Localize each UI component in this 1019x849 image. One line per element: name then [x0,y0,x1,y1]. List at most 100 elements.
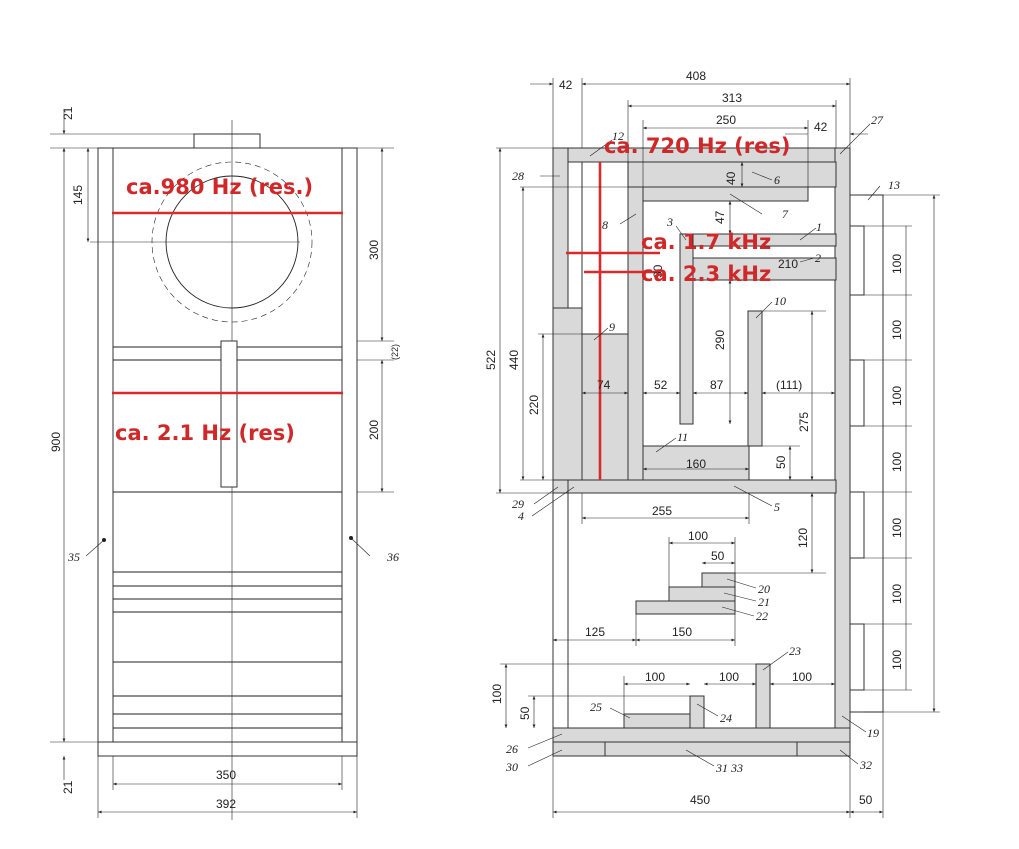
leader-line [675,225,687,241]
leader-dot [349,536,353,540]
dim-text: (111) [776,378,802,392]
part-label: 2 [815,251,821,265]
dim-text: 450 [690,793,710,807]
foot-32 [796,741,851,757]
dim-text: 392 [216,797,236,811]
dim-text: 42 [559,78,573,92]
dim-text: 100 [490,684,504,704]
leader-line [726,578,757,589]
dim-text: 100 [890,650,904,670]
dim-text: 40 [724,171,738,185]
leader-line [527,749,563,767]
foot-31-33 [604,741,798,757]
part-label: 8 [602,218,608,232]
front-port [220,340,238,488]
part-21 [668,586,736,602]
dim-text: 50 [711,549,725,563]
dim-text: 47 [713,210,727,224]
part-10 [747,310,763,447]
part-label: 35 [67,550,80,564]
dim-text: 100 [890,386,904,406]
leader-line [609,707,631,719]
dim-text: 100 [890,254,904,274]
dim-text: 275 [797,412,811,432]
leader-line [867,185,881,201]
dim-text: 100 [890,452,904,472]
strip-tab [849,225,865,296]
front-view: 21 145 300 (22) 200 900 350 392 21 35 36… [49,106,400,820]
part-7 [642,186,809,202]
front-left-side-panel [97,147,114,743]
dim-text: 30 [651,264,665,278]
front-base [97,741,358,757]
dim-text: 42 [814,120,828,134]
part-label: 9 [609,320,615,334]
dim-text: 100 [890,518,904,538]
dim-text: 160 [686,457,706,471]
resonance-annotation: ca. 2.3 kHz [641,262,771,286]
lower-front-wall [552,492,569,729]
part-label: 7 [782,207,789,221]
leader-line [655,437,677,453]
bottom-panel-26 [552,727,851,743]
dim-text: 100 [645,670,665,684]
leader-line [723,592,757,602]
resonance-annotation: ca. 2.1 Hz (res) [115,421,295,445]
top-connector [193,133,261,149]
dim-text: 100 [890,584,904,604]
leader-line [593,327,609,341]
dim-text: 210 [778,257,798,271]
leader-line [751,171,773,181]
part-24 [689,695,705,729]
part-label: 4 [518,509,524,523]
dim-text: 125 [585,625,605,639]
dim-text: 350 [216,768,236,782]
dim-text: 50 [518,706,532,720]
leader-line [839,749,859,765]
part-25 [623,713,691,729]
leader-line [619,213,637,225]
dim-text: 100 [688,529,708,543]
part-label: 26 [506,742,518,756]
dim-text: 255 [652,504,672,518]
leader-line [696,703,719,717]
shelf-5 [567,479,837,494]
leader-dot [102,538,106,542]
part-label: 23 [789,644,801,658]
part-3 [679,233,694,425]
dim-text: 408 [686,69,706,83]
strip-tab [849,623,865,691]
part-9 [581,333,629,481]
part-label: 29 [512,497,524,511]
dim-text: 220 [527,395,541,415]
leader-line [685,749,715,767]
dim-text: 313 [722,91,742,105]
part-label: 24 [720,711,732,725]
part-label: 11 [677,430,688,444]
leader-line [527,733,563,749]
dim-text: 74 [597,378,611,392]
leader-line [762,651,789,671]
side-view: 42 408 313 250 42 40 47 30 210 290 522 4… [484,69,940,818]
part-label: 6 [774,173,780,187]
leader-line [799,227,817,241]
dim-text: 150 [672,625,692,639]
dim-text: 52 [654,378,668,392]
dim-text: 900 [49,432,63,452]
part-label: 32 [859,758,872,772]
leader-line [733,485,773,507]
front-right-side-panel [341,147,358,743]
strip-tab [849,491,865,559]
dim-text: 250 [716,113,736,127]
dim-text: 21 [61,106,75,120]
leader-line [841,715,867,733]
part-label: 10 [774,294,786,308]
part-label: 12 [612,129,624,143]
leader-line [839,123,871,155]
part-label: 30 [505,760,518,774]
leader-line [721,606,755,617]
dim-text: 87 [710,378,724,392]
dim-text: 120 [796,528,810,548]
resonance-annotation: ca. 720 Hz (res) [604,134,790,158]
dim-text: 145 [71,185,85,205]
